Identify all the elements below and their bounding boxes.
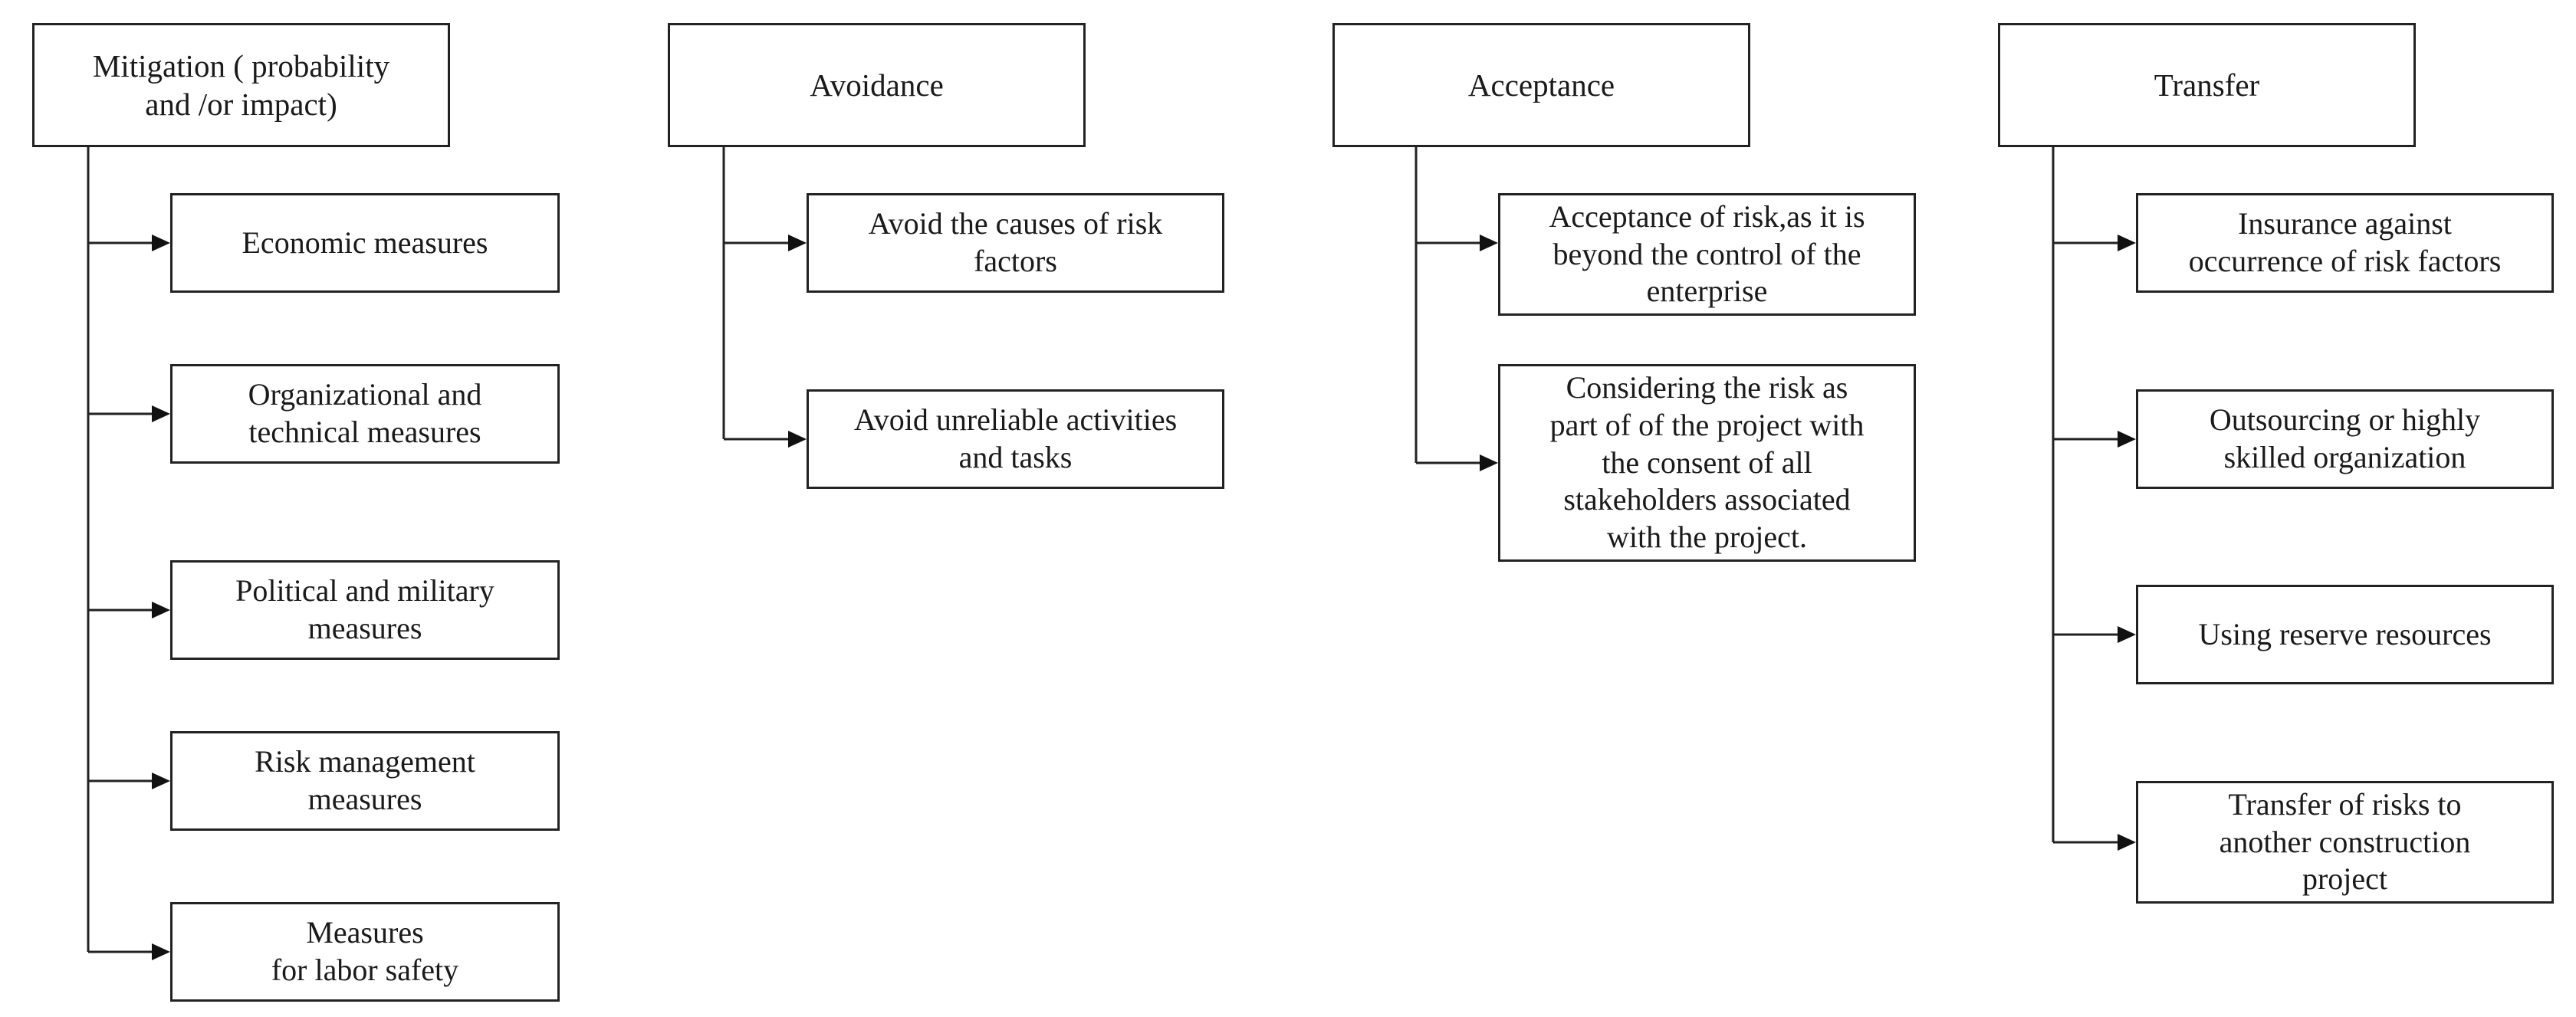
acceptance-header-box: Acceptance	[1332, 23, 1750, 147]
mitigation-item-labor-safety: Measures for labor safety	[170, 902, 560, 1002]
transfer-item-other-project: Transfer of risks to another constructio…	[2136, 781, 2554, 904]
mitigation-arrowhead-2	[152, 405, 170, 422]
transfer-arrowhead-1	[2118, 235, 2136, 251]
mitigation-arrowhead-5	[152, 943, 170, 960]
mitigation-header-box: Mitigation ( probability and /or impact)	[32, 23, 450, 147]
avoidance-item-causes: Avoid the causes of risk factors	[807, 193, 1224, 293]
transfer-arrowhead-3	[2118, 626, 2136, 643]
mitigation-item-economic: Economic measures	[170, 193, 560, 293]
avoidance-arrowhead-2	[788, 431, 807, 448]
acceptance-arrowhead-1	[1480, 235, 1498, 251]
avoidance-arrowhead-1	[788, 235, 807, 251]
avoidance-item-unreliable: Avoid unreliable activities and tasks	[807, 389, 1224, 489]
acceptance-item-stakeholders: Considering the risk as part of of the p…	[1498, 364, 1916, 562]
transfer-header-box: Transfer	[1998, 23, 2416, 147]
transfer-arrowhead-2	[2118, 431, 2136, 448]
acceptance-item-beyond-control: Acceptance of risk,as it is beyond the c…	[1498, 193, 1916, 316]
acceptance-arrowhead-2	[1480, 454, 1498, 471]
mitigation-arrowhead-1	[152, 235, 170, 251]
avoidance-header-box: Avoidance	[668, 23, 1086, 147]
transfer-item-outsourcing: Outsourcing or highly skilled organizati…	[2136, 389, 2554, 489]
mitigation-arrowhead-3	[152, 602, 170, 618]
mitigation-item-organizational: Organizational and technical measures	[170, 364, 560, 464]
transfer-item-insurance: Insurance against occurrence of risk fac…	[2136, 193, 2554, 293]
mitigation-item-political: Political and military measures	[170, 560, 560, 660]
mitigation-item-risk-management: Risk management measures	[170, 731, 560, 831]
mitigation-arrowhead-4	[152, 773, 170, 789]
transfer-item-reserve-resources: Using reserve resources	[2136, 585, 2554, 684]
transfer-arrowhead-4	[2118, 834, 2136, 851]
